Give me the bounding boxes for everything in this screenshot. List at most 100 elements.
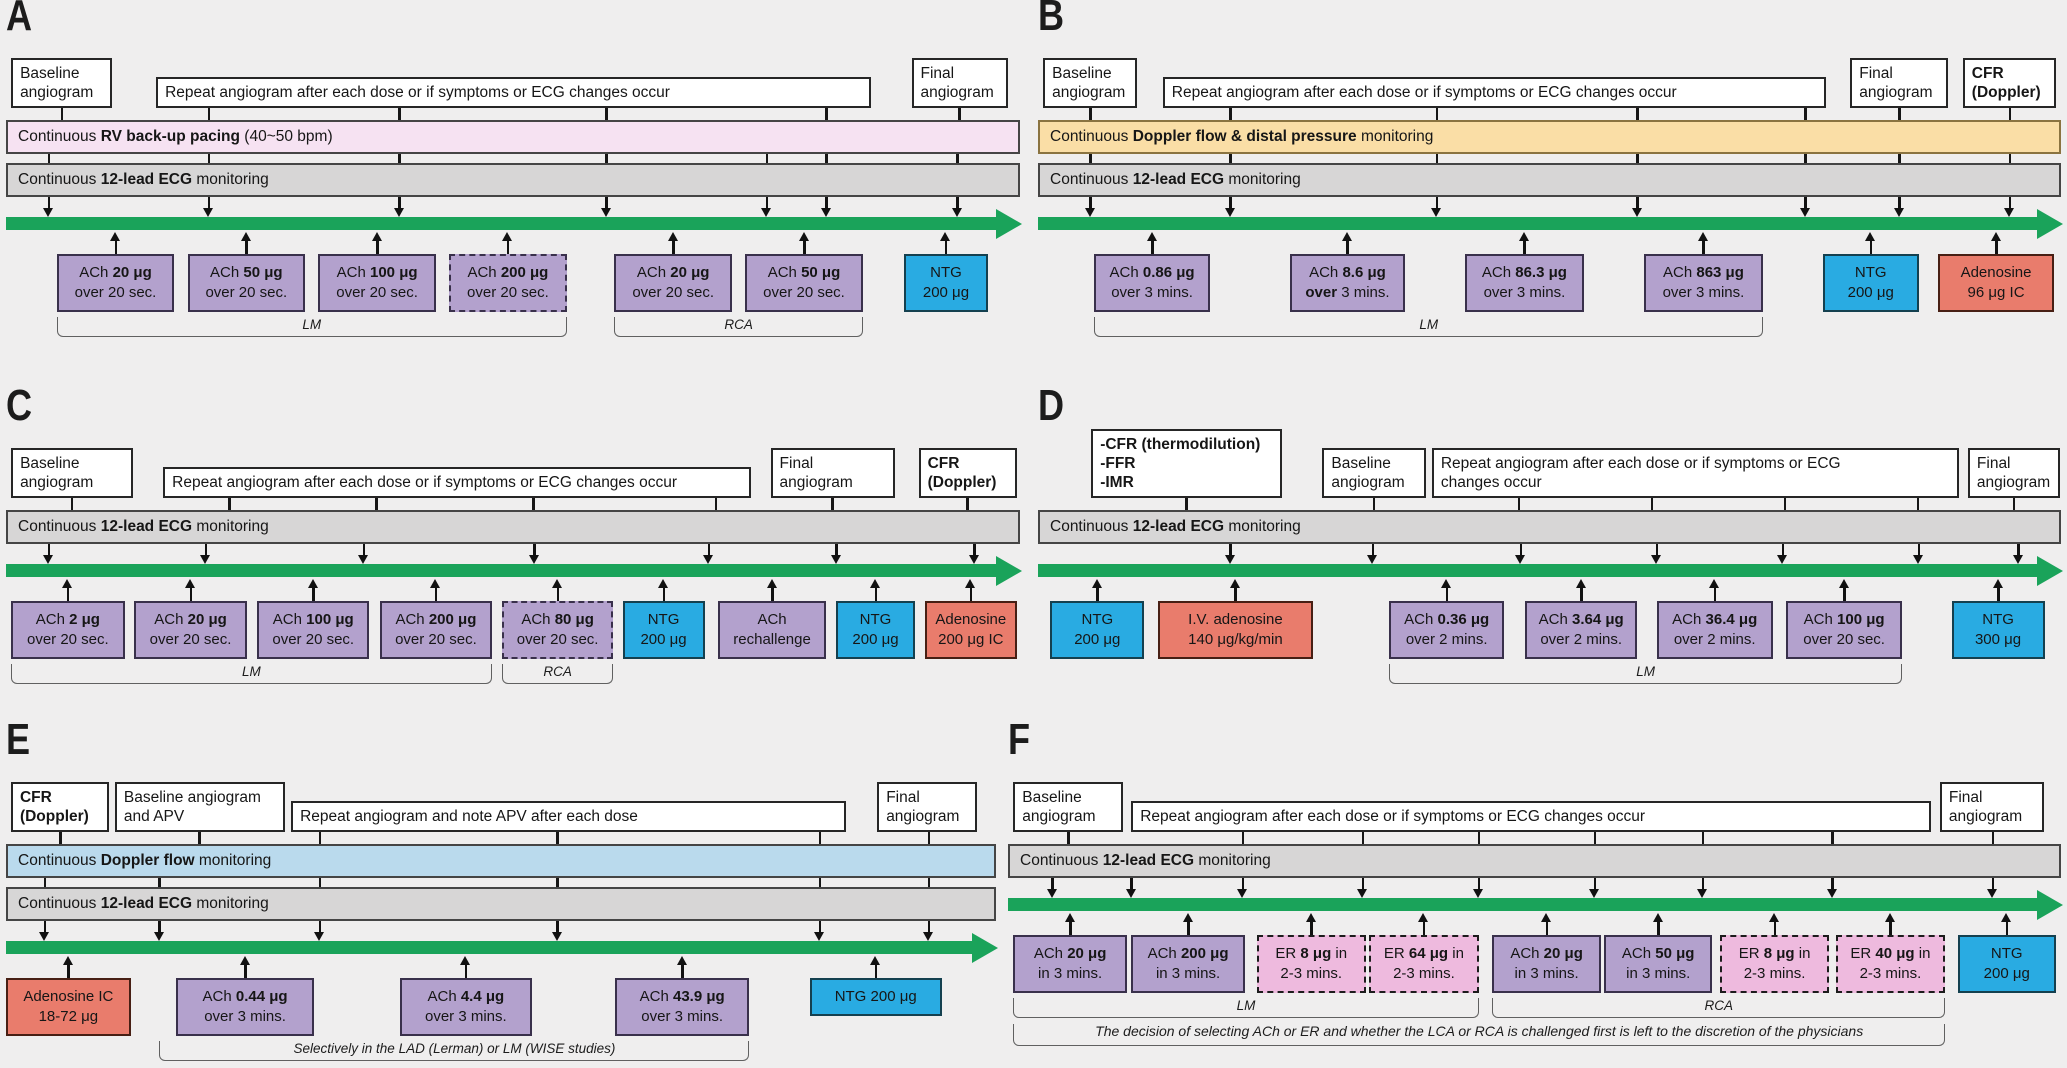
down-arrow [1371,544,1375,556]
up-arrow [1445,587,1449,601]
bracket-label: Selectively in the LAD (Lerman) or LM (W… [293,1041,616,1056]
header-connector [1701,832,1705,844]
header-box: CFR(Doppler) [918,448,1017,498]
dose-text: ER 64 μg in [1383,945,1464,962]
dose-box: NTG 200 μg [1050,601,1145,659]
header-text: angiogram [20,474,94,491]
down-arrow [43,921,47,933]
down-arrowhead-icon [1777,555,1788,564]
dose-text: Adenosine IC [23,988,114,1005]
dose-text: over 3 mins. [1662,284,1745,301]
up-arrow [376,240,379,254]
up-arrowhead-icon [870,956,881,965]
panel-letter: A [6,0,32,40]
dose-text: 200 μg [1074,631,1121,648]
monitor-bar: Continuous 12-lead ECG monitoring [1038,163,2061,197]
up-arrowhead-icon [62,579,73,588]
down-arrow [362,544,366,556]
down-arrowhead-icon [1893,208,1904,217]
down-arrow [556,921,559,933]
dose-text: ER 8 μg in [1738,945,1811,962]
up-arrow [464,964,468,978]
dose-box: Adenosine IC 18-72 μg [6,978,131,1036]
up-arrow [969,587,973,601]
panel-letter: D [1038,381,1064,430]
up-arrowhead-icon [1992,579,2003,588]
down-arrowhead-icon [1237,889,1248,898]
up-arrow [1997,587,2000,601]
panel-letter: B [1038,0,1064,40]
up-arrow [1843,587,1846,601]
dose-text: over 20 sec. [632,284,715,301]
up-arrowhead-icon [307,579,318,588]
dose-text: ACh 2 μg [35,611,100,628]
dose-text: ACh 80 μg [521,611,594,628]
dose-text: NTG [1990,945,2023,962]
header-connector [825,108,828,120]
group-bracket: RCA [614,317,863,337]
note-bracket: The decision of selecting ACh or ER and … [1013,1024,1946,1046]
monitor-bar-label: Continuous 12-lead ECG monitoring [18,518,269,535]
dose-text: ACh 50 μg [767,264,841,281]
down-arrowhead-icon [200,555,211,564]
down-arrow [1636,197,1639,209]
dose-text: over 20 sec. [205,284,288,301]
group-bracket: LM [1094,317,1764,337]
down-arrow [1917,544,1921,556]
up-arrow [1069,921,1072,935]
bar-connector [1898,154,1901,163]
dose-text: 2-3 mins. [1393,965,1455,982]
header-text: Final [1976,455,2011,472]
header-text: Repeat angiogram after each dose or if s… [1140,808,1646,825]
dose-text: NTG [1081,611,1114,628]
down-arrowhead-icon [39,932,50,941]
dose-text: ACh [757,611,787,628]
up-arrowhead-icon [1865,232,1876,241]
down-arrowhead-icon [1125,889,1136,898]
bracket-label: LM [241,664,261,679]
dose-text: over 3 mins. [424,1008,507,1025]
up-arrow [1187,921,1190,935]
header-text: CFR [927,455,960,472]
monitor-bar-label: Continuous 12-lead ECG monitoring [18,895,269,912]
dose-text: ACh 4.4 μg [427,988,505,1005]
down-arrow [207,197,211,209]
header-connector [532,498,535,510]
down-arrow [1361,878,1365,890]
down-arrowhead-icon [203,208,214,217]
up-arrowhead-icon [1697,232,1708,241]
bar-connector [318,878,322,887]
up-arrow [66,587,70,601]
up-arrowhead-icon [62,956,73,965]
monitor-bar: Continuous 12-lead ECG monitoring [1008,844,2061,878]
timeline-arrow [1008,898,2039,911]
bar-connector [43,878,47,887]
up-arrow [1713,587,1717,601]
dose-text: 18-72 μg [38,1008,99,1025]
down-arrow [1519,544,1523,556]
dose-text: ACh 36.4 μg [1672,611,1758,628]
dose-text: over 3 mins. [1305,284,1390,301]
dose-text: over 20 sec. [1803,631,1885,648]
header-connector [1435,108,1439,120]
up-arrowhead-icon [658,579,669,588]
up-arrowhead-icon [1575,579,1586,588]
bar-connector [825,154,828,163]
bracket-label: RCA [724,317,753,332]
monitor-bar-label: Continuous 12-lead ECG monitoring [1020,852,1271,869]
down-arrowhead-icon [814,932,825,941]
up-arrow [1580,587,1583,601]
monitor-bar-label: Continuous Doppler flow monitoring [18,852,272,869]
up-arrowhead-icon [766,579,777,588]
